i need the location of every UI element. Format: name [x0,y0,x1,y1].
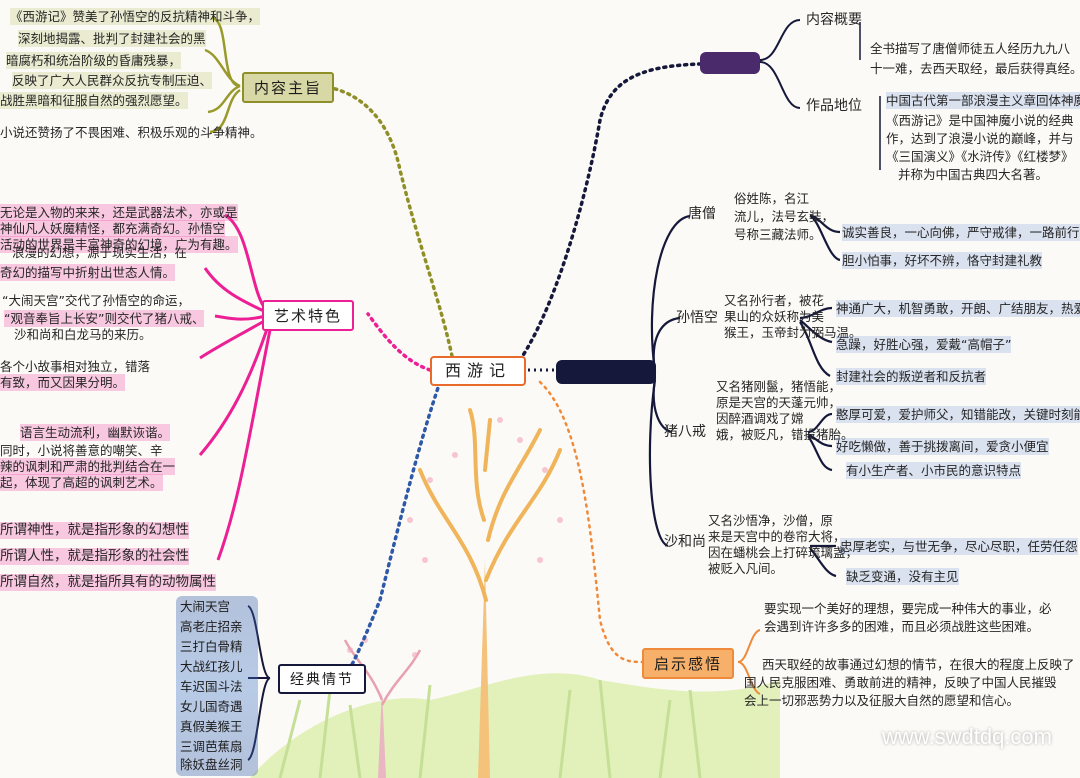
zhubajie-trait-2: 好吃懒做，善于挑拨离间，爱贪小便宜 [836,438,1049,455]
classic-episodes-label: 经典情节 [278,664,366,694]
sunwukong-trait-1: 神通广大，机智勇敢，开朗、广结朋友，热爱自由 [836,300,1080,317]
summary-node-marker [700,52,760,74]
content-theme-line-4: 反映了广大人民群众反抗专制压迫、 [12,72,213,89]
tangseng-intro-3: 号称三藏法师。 [734,227,822,242]
inspiration-line-4: 国人民克服困难、勇敢前进的精神，反映了中国人民摧毁 [744,675,1057,690]
episode-6: 女儿国奇遇 [180,699,243,714]
zhubajie-intro-3: 因醉酒调戏了嫦 [716,411,804,426]
art-block-3-line-2: “观音奉旨上长安”则交代了猪八戒、 [4,310,205,327]
character-name-zhubajie: 猪八戒 [664,424,706,440]
content-theme-line-6: 小说还赞扬了不畏困难、积极乐观的斗争精神。 [0,125,263,140]
character-name-tangseng: 唐僧 [688,206,716,222]
content-theme-label: 内容主旨 [242,72,335,103]
art-block-2-line-1: 浪漫的幻想，源于现实生活，在 [12,245,188,260]
zhubajie-trait-3: 有小生产者、小市民的意识特点 [846,462,1022,479]
art-block-6-line-3: 所谓自然，就是指所具有的动物属性 [0,574,216,591]
character-name-sunwukong: 孙悟空 [676,310,718,326]
art-block-6-line-1: 所谓神性，就是指形象的幻想性 [0,522,189,539]
episode-3: 三打白骨精 [180,639,243,654]
art-block-6-line-2: 所谓人性，就是指形象的社会性 [0,548,189,565]
content-theme-line-2: 深刻地揭露、批判了封建社会的黑 [18,30,206,47]
art-features-label: 艺术特色 [262,300,355,331]
art-block-5-line-1: 语言生动流利，幽默诙谐。 [20,424,171,441]
shaheshang-intro-4: 被贬入凡间。 [708,561,784,576]
episode-2: 高老庄招亲 [180,619,243,634]
art-block-4-line-1: 各个小故事相对独立，错落 [0,359,151,374]
inspiration-line-1: 要实现一个美好的理想，要完成一种伟大的事业，必 [764,601,1052,616]
work-status-label: 作品地位 [806,98,862,114]
sunwukong-trait-2: 急躁，好胜心强，爱戴“高帽子” [836,336,1012,353]
tree-decoration [343,408,563,778]
shaheshang-intro-1: 又名沙悟净，沙僧，原 [708,513,834,528]
inspiration-line-5: 会上一切邪恶势力以及征服大自然的愿望和信心。 [744,693,1020,708]
sunwukong-intro-1: 又名孙行者，被花 [724,293,825,308]
content-theme-line-5: 战胜黑暗和征服自然的强烈愿望。 [0,92,188,109]
sunwukong-intro-2: 果山的众妖称为美 [724,309,825,324]
tangseng-intro-1: 俗姓陈，名江 [734,191,810,206]
zhubajie-intro-1: 又名猪刚鬣，猪悟能， [716,379,842,394]
work-status-line-2: 《西游记》是中国神魔小说的经典 [886,113,1074,128]
episode-1: 大闹天宫 [180,599,231,614]
art-block-3-line-1: “大闹天宫”交代了孙悟空的命运， [2,293,190,308]
character-name-shaheshang: 沙和尚 [664,534,706,550]
tangseng-trait-2: 胆小怕事，好坏不辨，恪守封建礼教 [842,252,1043,269]
sunwukong-intro-3: 猴王，玉帝封为弼马温。 [724,325,862,340]
shaheshang-trait-1: 忠厚老实，与世无争，尽心尽职，任劳任怨 [840,538,1078,555]
content-overview-line-1: 全书描写了唐僧师徒五人经历九九八 [870,41,1071,56]
art-block-5-line-3: 辣的讽刺和严肃的批判结合在一 [0,458,176,475]
zhubajie-intro-4: 娥，被贬凡，错投猪胎。 [716,427,854,442]
work-status-line-4: 《三国演义》《水浒传》《红楼梦》 [886,149,1074,164]
zhubajie-intro-2: 原是天宫的天蓬元帅， [716,395,842,410]
episode-4: 大战红孩儿 [180,659,243,674]
characters-hub-marker [556,360,656,384]
episodes-color-column [176,596,258,776]
art-block-2-line-2: 奇幻的描写中折射出世态人情。 [0,264,176,281]
art-block-5-line-2: 同时，小说将善意的嘲笑、辛 [0,443,163,458]
art-block-3-line-3: 沙和尚和白龙马的来历。 [14,327,152,342]
inspiration-line-2: 会遇到许许多多的困难，而且必须战胜这些困难。 [764,619,1040,634]
tangseng-trait-1: 诚实善良，一心向佛，严守戒律，一路前行，以苦为乐 [842,224,1080,241]
content-overview-line-2: 十一难，去西天取经，最后获得真经。 [870,61,1080,76]
work-status-line-5: 并称为中国古典四大名著。 [898,167,1049,182]
content-theme-line-1: 《西游记》赞美了孙悟空的反抗精神和斗争， [10,8,261,25]
inspiration-line-3: 西天取经的故事通过幻想的情节，在很大的程度上反映了 [762,657,1075,672]
zhubajie-trait-1: 憨厚可爱，爱护师父，知错能改，关键时刻能挺身 [836,406,1080,423]
shaheshang-intro-3: 因在蟠桃会上打碎琉璃盏， [708,545,859,560]
episode-8: 三调芭蕉扇 [180,739,243,754]
sunwukong-trait-3: 封建社会的叛逆者和反抗者 [836,368,987,385]
shaheshang-intro-2: 来是天宫中的卷帘大将， [708,529,846,544]
watermark-text: www.swdtdq.com [882,724,1052,749]
work-status-line-3: 作，达到了浪漫小说的巅峰，并与 [886,131,1074,146]
episode-7: 真假美猴王 [180,719,243,734]
content-theme-line-3: 暗腐朽和统治阶级的昏庸残暴， [6,52,182,69]
inspiration-label: 启示感悟 [642,648,735,679]
episode-5: 车迟国斗法 [180,679,243,694]
work-status-line-1: 中国古代第一部浪漫主义章回体神魔小说。 [886,92,1080,109]
art-block-4-line-2: 有致，而又因果分明。 [0,374,126,391]
episode-9: 除妖盘丝洞 [180,757,243,772]
art-block-1-line-1: 无论是入物的来来，还是武器法术，亦或是 [0,204,238,221]
tangseng-intro-2: 流儿，法号玄奘， [734,209,835,224]
content-overview-label: 内容概要 [806,12,862,28]
art-block-1-line-2: 神仙凡人妖魔精怪，都充满奇幻。孙悟空 [0,220,226,237]
art-block-5-line-4: 起，体现了高超的讽刺艺术。 [0,474,163,491]
central-topic: 西游记 [430,356,526,386]
shaheshang-trait-2: 缺乏变通，没有主见 [846,568,959,585]
art-block-1-line-3: 活动的世界是丰富神奇的幻境，广为有趣。 [0,236,238,253]
